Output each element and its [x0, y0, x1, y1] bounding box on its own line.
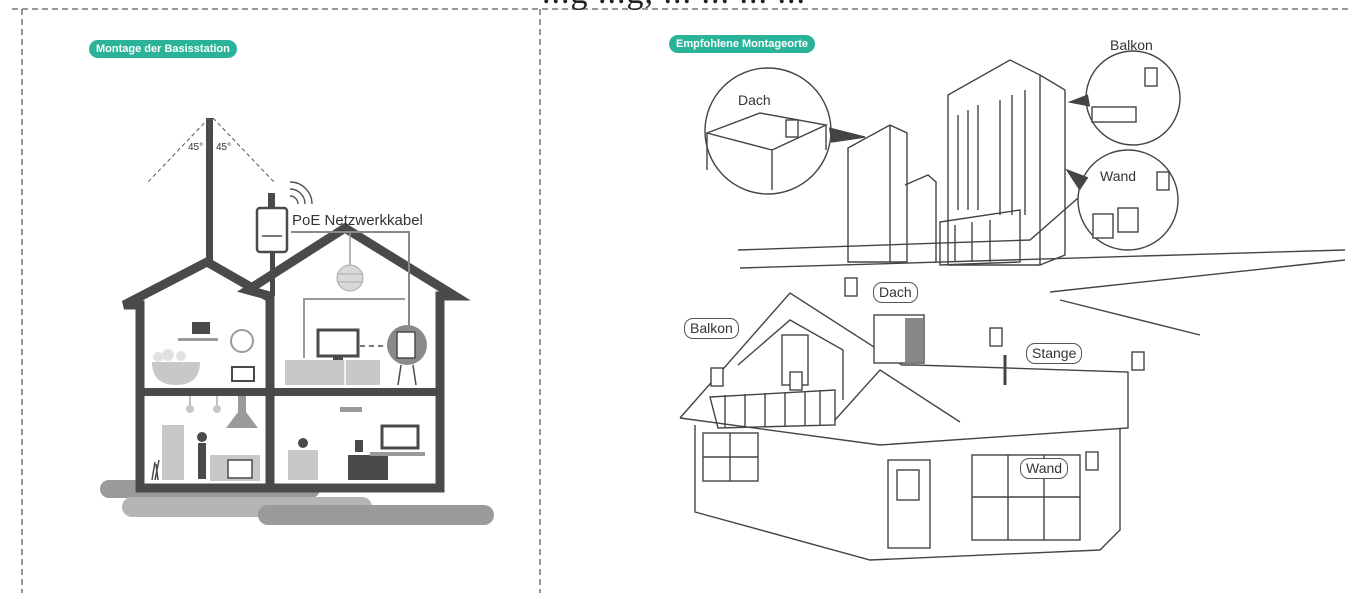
- base-station-bracket: [268, 193, 275, 208]
- desk-monitor: [382, 426, 418, 448]
- device-stange: [990, 328, 1002, 346]
- desk-top: [370, 452, 425, 456]
- oven: [228, 460, 252, 478]
- callout-wand-window-2: [1118, 208, 1138, 232]
- shelf: [178, 338, 218, 341]
- callout-balkon-label: Balkon: [1110, 37, 1153, 53]
- bubble-1: [153, 352, 163, 362]
- callout-balkon-railing: [1092, 107, 1136, 122]
- tv-cabinet: [285, 360, 380, 385]
- device-balkon-2: [790, 372, 802, 390]
- phone-icon: [298, 438, 308, 448]
- frame-wall-line-v: [303, 298, 305, 358]
- building-tall-base: [940, 210, 1020, 265]
- ground-shadow-3: [258, 505, 494, 525]
- speaker-box: [192, 322, 210, 334]
- house-gable: [835, 370, 960, 422]
- mirror: [231, 330, 253, 352]
- house-door-pane: [897, 470, 919, 500]
- house-tag-dach: Dach: [873, 282, 918, 303]
- callout-dach-pointer: [829, 128, 865, 142]
- house-balcony-railing: [710, 390, 835, 428]
- ceiling-fixture: [340, 407, 362, 412]
- building-small: [848, 125, 907, 262]
- house-tag-balkon: Balkon: [684, 318, 739, 339]
- bubble-3: [176, 351, 186, 361]
- poe-cable-label: PoE Netzwerkkabel: [292, 212, 423, 229]
- base-station-house-illustration: [100, 118, 494, 525]
- frame-wall-line: [303, 298, 405, 300]
- building-small-2: [905, 175, 936, 262]
- tv-upstairs-stand: [333, 356, 343, 360]
- tv-upstairs: [318, 330, 358, 356]
- device-dach: [845, 278, 857, 296]
- sink-cabinet: [232, 367, 254, 381]
- callout-wand-window-1: [1093, 214, 1113, 238]
- person-body: [198, 443, 206, 479]
- callout-balkon-pointer: [1070, 95, 1090, 106]
- callout-wand-label: Wand: [1100, 168, 1136, 184]
- device-balkon: [711, 368, 723, 386]
- callout-dach-label: Dach: [738, 92, 771, 108]
- device-wand: [1086, 452, 1098, 470]
- poe-injector-icon: [397, 332, 415, 358]
- pendant-lamp-1: [186, 405, 194, 413]
- recommended-locations-illustration: [680, 51, 1345, 560]
- desk: [348, 455, 388, 480]
- street-line-4: [1060, 300, 1200, 335]
- desk-lamp: [355, 440, 363, 452]
- callout-dach-device: [786, 120, 798, 137]
- angle-label-left: 45°: [188, 142, 203, 153]
- person-head: [197, 432, 207, 442]
- street-line-3: [1050, 260, 1345, 292]
- signal-waves-icon: [290, 182, 312, 204]
- callout-wand-device: [1157, 172, 1169, 190]
- cropped-heading: ...g ...g, ... ... ... ...: [0, 0, 1348, 12]
- device-eave: [1132, 352, 1144, 370]
- pendant-lamp-2: [213, 405, 221, 413]
- base-station-pole: [270, 252, 275, 296]
- callout-balkon-device: [1145, 68, 1157, 86]
- fridge: [162, 425, 184, 480]
- street-line-2: [740, 250, 1345, 268]
- base-station-mounting-badge: Montage der Basisstation: [89, 40, 237, 58]
- house-chimney-shadow: [905, 318, 923, 362]
- house-tag-wand: Wand: [1020, 458, 1068, 479]
- building-tall-windows: [958, 90, 1025, 215]
- house-tag-stange: Stange: [1026, 343, 1082, 364]
- base-station-unit: [257, 208, 287, 252]
- dresser: [288, 450, 318, 480]
- recommended-locations-badge: Empfohlene Montageorte: [669, 35, 815, 53]
- ceiling-lamp: [337, 265, 363, 291]
- bubble-2: [162, 349, 174, 361]
- callout-balkon: [1086, 51, 1180, 145]
- building-tall-side: [1040, 75, 1065, 265]
- building-tall: [948, 60, 1040, 265]
- angle-label-right: 45°: [216, 142, 231, 153]
